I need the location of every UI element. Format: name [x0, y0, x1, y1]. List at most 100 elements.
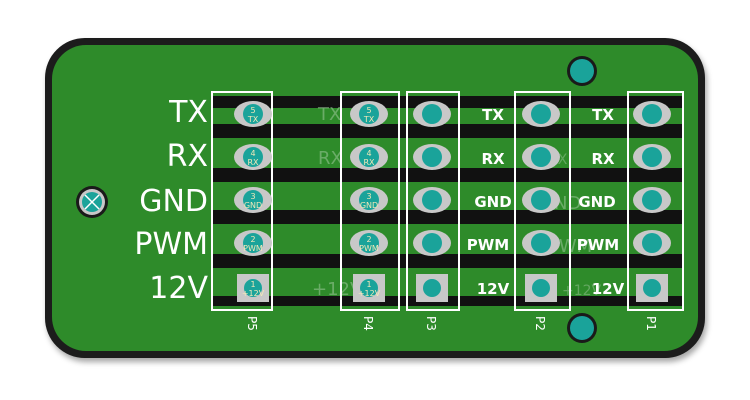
- connector-group: 5TX4RX3GND2PWM1+12VP55TX4RX3GND2PWM1+12V…: [211, 91, 684, 331]
- connector-label-p4: P4: [361, 316, 375, 331]
- mounting-hole-left: [76, 186, 108, 218]
- connector-p2: P2: [514, 91, 571, 331]
- pad-drill: [642, 190, 662, 210]
- pad-signal-label: RX: [247, 158, 259, 167]
- pad-number: 3: [366, 192, 371, 201]
- pad-drill: [422, 233, 442, 253]
- pad-p4-1: 5TX: [350, 101, 388, 127]
- connector-p1: P1: [627, 91, 684, 331]
- right-label-12v: 12V: [592, 280, 625, 298]
- pad-drill: [423, 279, 441, 297]
- pad-p1-5: [636, 274, 668, 302]
- connector-label-p5: P5: [245, 316, 259, 331]
- pad-drill: [243, 190, 263, 210]
- mid-label-tx: TX: [482, 106, 504, 124]
- pad-number: 1: [366, 280, 371, 289]
- pad-drill: [422, 104, 442, 124]
- pad-p3-3: [413, 187, 451, 213]
- pad-p2-1: [522, 101, 560, 127]
- pad-p2-5: [525, 274, 557, 302]
- right-signal-labels: TX RX GND PWM 12V: [577, 106, 625, 298]
- pad-p2-4: [522, 230, 560, 256]
- pad-signal-label: GND: [244, 201, 262, 210]
- pad-p3-5: [416, 274, 448, 302]
- pad-drill: [531, 104, 551, 124]
- pad-p5-5: 1+12V: [237, 274, 269, 302]
- pad-drill: [359, 190, 379, 210]
- pad-signal-label: PWM: [359, 244, 379, 253]
- pad-p4-2: 4RX: [350, 144, 388, 170]
- middle-signal-labels: TX RX GND PWM 12V: [467, 106, 512, 298]
- ghost-label-tx: TX: [317, 104, 341, 125]
- pad-p1-1: [633, 101, 671, 127]
- pad-drill: [244, 279, 262, 297]
- pad-drill: [359, 147, 379, 167]
- pad-signal-label: RX: [363, 158, 375, 167]
- mid-label-rx: RX: [481, 150, 505, 168]
- pad-number: 2: [366, 235, 371, 244]
- pad-drill: [642, 104, 662, 124]
- pad-drill: [243, 147, 263, 167]
- connector-label-p3: P3: [424, 316, 438, 331]
- pad-p1-3: [633, 187, 671, 213]
- pad-number: 4: [250, 149, 255, 158]
- pad-drill: [243, 233, 263, 253]
- pad-p3-2: [413, 144, 451, 170]
- connector-outline: [406, 91, 460, 311]
- pad-signal-label: TX: [247, 115, 259, 124]
- connector-p3: P3: [406, 91, 460, 331]
- pad-p2-3: [522, 187, 560, 213]
- pad-number: 1: [250, 280, 255, 289]
- pad-number: 4: [366, 149, 371, 158]
- pad-drill: [642, 233, 662, 253]
- pad-p4-5: 1+12V: [353, 274, 385, 302]
- pad-signal-label: PWM: [243, 244, 263, 253]
- left-label-tx: TX: [168, 95, 208, 130]
- left-label-rx: RX: [167, 139, 208, 174]
- pad-drill: [643, 279, 661, 297]
- pad-number: 3: [250, 192, 255, 201]
- pad-signal-label: +12V: [358, 289, 381, 298]
- pad-drill: [532, 279, 550, 297]
- pad-signal-label: +12V: [242, 289, 265, 298]
- pad-drill: [422, 190, 442, 210]
- pad-number: 2: [250, 235, 255, 244]
- pad-drill: [243, 104, 263, 124]
- connector-outline: [211, 91, 273, 311]
- pad-drill: [359, 104, 379, 124]
- mounting-hole-top-right: [567, 56, 597, 86]
- pad-drill: [531, 190, 551, 210]
- ghost-label-12v: +12V: [312, 279, 363, 300]
- pad-number: 5: [366, 106, 371, 115]
- ghost-label-12v-2: +12V: [562, 283, 602, 299]
- right-label-rx: RX: [591, 150, 615, 168]
- connector-label-p1: P1: [644, 316, 658, 331]
- pad-drill: [422, 147, 442, 167]
- pad-p2-2: [522, 144, 560, 170]
- mid-label-pwm: PWM: [467, 236, 509, 254]
- left-label-12v: 12V: [149, 271, 208, 306]
- left-signal-labels: TX RX GND PWM 12V: [134, 95, 208, 306]
- mounting-hole-bottom-right: [567, 313, 597, 343]
- connector-outline: [514, 91, 571, 311]
- ghost-label-rx: RX: [318, 148, 343, 169]
- pad-drill: [531, 147, 551, 167]
- connector-outline: [627, 91, 684, 311]
- pad-p1-2: [633, 144, 671, 170]
- pad-p5-2: 4RX: [234, 144, 272, 170]
- pad-p1-4: [633, 230, 671, 256]
- pad-p3-1: [413, 101, 451, 127]
- pad-number: 5: [250, 106, 255, 115]
- mid-label-gnd: GND: [474, 193, 511, 211]
- mid-label-12v: 12V: [477, 280, 510, 298]
- pad-p3-4: [413, 230, 451, 256]
- pad-drill: [359, 233, 379, 253]
- left-label-pwm: PWM: [134, 227, 208, 262]
- connector-label-p2: P2: [533, 316, 547, 331]
- right-label-gnd: GND: [578, 193, 615, 211]
